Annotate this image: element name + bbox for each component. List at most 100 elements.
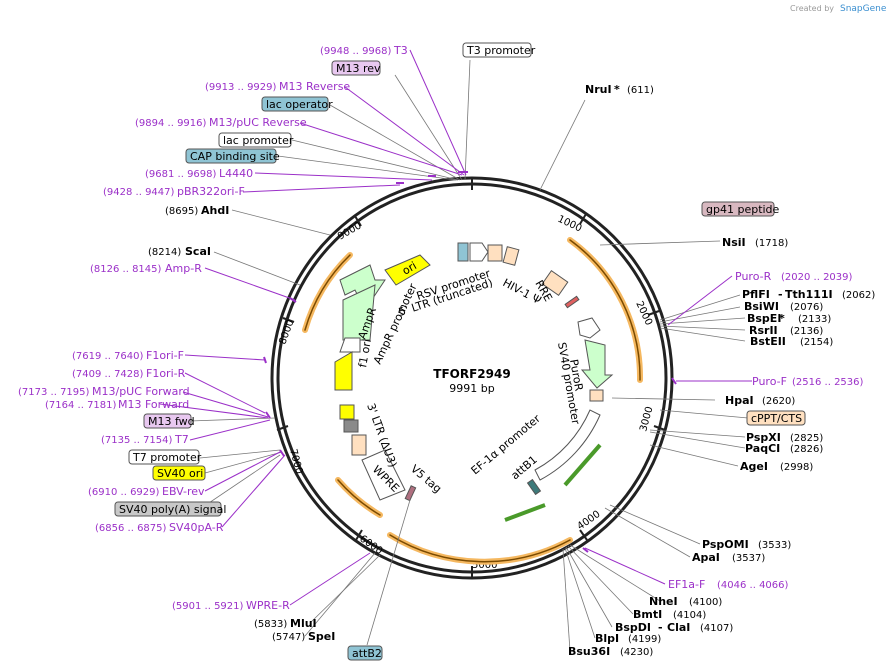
- site-bspdi[interactable]: BspDI: [615, 621, 651, 634]
- feature-sv40-promoter-box[interactable]: [577, 317, 601, 339]
- site-bmti-coord: (4104): [673, 610, 706, 621]
- feature-rre[interactable]: [541, 270, 569, 296]
- box-lac-promoter[interactable]: [218, 132, 292, 148]
- primer-wpre-r-range: (5901 .. 5921): [172, 601, 244, 612]
- feature-f1-ori[interactable]: [334, 351, 353, 391]
- primer-f1ori-r-range: (7409 .. 7428): [72, 369, 144, 380]
- primer-amp-r[interactable]: Amp-R: [165, 262, 202, 275]
- primer-m13puc-forward[interactable]: M13/pUC Forward: [92, 385, 190, 398]
- site-apai[interactable]: ApaI: [692, 551, 720, 564]
- site-bsiwi[interactable]: BsiWI: [744, 300, 779, 313]
- box-m13-fwd-label: M13 fwd: [148, 415, 195, 428]
- feature-ampr-promoter[interactable]: [339, 337, 361, 353]
- feature-attb1[interactable]: [526, 478, 542, 496]
- site-pspxi[interactable]: PspXI: [746, 431, 781, 444]
- site-scai[interactable]: ScaI: [185, 245, 211, 258]
- site-mlui-coord: (5833): [254, 619, 287, 630]
- feature-v5-tag[interactable]: [404, 485, 417, 502]
- box-gp41-peptide[interactable]: [701, 201, 775, 217]
- feature-ampr-body[interactable]: [342, 284, 376, 341]
- site-nhei[interactable]: NheI: [649, 595, 678, 608]
- site-blpi[interactable]: BlpI: [595, 632, 619, 645]
- feature-puror[interactable]: [580, 339, 614, 389]
- feature-rsv-promoter[interactable]: [469, 242, 489, 262]
- tick-label-6000: 6000: [357, 533, 384, 557]
- label-attb1: attB1: [509, 453, 540, 482]
- feature-ori[interactable]: [384, 254, 431, 286]
- box-t7-promoter-label: T7 promoter: [132, 451, 202, 464]
- box-cppt-cts[interactable]: [746, 410, 806, 426]
- feature-wpre[interactable]: [361, 449, 406, 501]
- site-pspomi[interactable]: PspOMI: [702, 538, 749, 551]
- primer-t7[interactable]: T7: [174, 433, 189, 446]
- feature-ampr[interactable]: [339, 264, 386, 311]
- box-sv40-polya-label: SV40 poly(A) signal: [119, 503, 226, 516]
- site-spei[interactable]: SpeI: [308, 630, 335, 643]
- site-rsrii[interactable]: RsrII: [749, 324, 778, 337]
- feature-sv40-polya-inner[interactable]: [343, 419, 359, 433]
- primer-m13-reverse[interactable]: M13 Reverse: [279, 80, 350, 93]
- feature-sv40-ori-inner[interactable]: [339, 404, 355, 420]
- site-bmti[interactable]: BmtI: [633, 608, 662, 621]
- feature-3ltr[interactable]: [351, 434, 367, 456]
- site-bsteii[interactable]: BstEII: [750, 335, 786, 348]
- box-m13-fwd[interactable]: [143, 413, 192, 429]
- primer-f1ori-f[interactable]: F1ori-F: [146, 349, 184, 362]
- primer-f1ori-f-range: (7619 .. 7640): [72, 351, 144, 362]
- site-clai[interactable]: ClaI: [667, 621, 690, 634]
- primer-m13-forward-range: (7164 .. 7181): [45, 400, 117, 411]
- site-bsu36i[interactable]: Bsu36I: [568, 645, 610, 658]
- site-tth111i[interactable]: Tth111I: [785, 288, 833, 301]
- box-t3-promoter[interactable]: [462, 42, 532, 58]
- primer-puro-f[interactable]: Puro-F: [752, 375, 787, 388]
- primer-ebv-rev[interactable]: EBV-rev: [162, 485, 205, 498]
- site-apai-coord: (3537): [732, 553, 765, 564]
- brand-created-by: Created by: [790, 4, 834, 13]
- primer-m13-forward[interactable]: M13 Forward: [118, 398, 189, 411]
- feature-lac-mini[interactable]: [457, 242, 469, 262]
- site-paqci[interactable]: PaqCI: [745, 442, 780, 455]
- primer-amp-r-range: (8126 .. 8145): [90, 264, 162, 275]
- box-m13-rev[interactable]: [331, 60, 381, 76]
- tick-label-4000: 4000: [575, 509, 602, 533]
- site-nsii[interactable]: NsiI: [722, 236, 746, 249]
- box-cap-binding-site[interactable]: [185, 148, 277, 164]
- primer-sv40pa-r-range: (6856 .. 6875): [95, 523, 167, 534]
- site-nrui[interactable]: NruI: [585, 83, 612, 96]
- primer-puro-r[interactable]: Puro-R: [735, 270, 772, 283]
- site-pflfi[interactable]: PflFI: [742, 288, 770, 301]
- feature-ef1a-promoter[interactable]: [534, 409, 601, 481]
- site-agei[interactable]: AgeI: [740, 460, 768, 473]
- primer-ef1a-f[interactable]: EF1a-F: [668, 578, 705, 591]
- box-attb2[interactable]: [347, 645, 383, 661]
- primer-t3[interactable]: T3: [393, 44, 408, 57]
- site-pspxi-coord: (2825): [790, 433, 823, 444]
- feature-5ltr[interactable]: [487, 244, 503, 262]
- site-nhei-coord: (4100): [689, 597, 722, 608]
- feature-ori-label: ori: [400, 259, 419, 277]
- box-cap-binding-site-label: CAP binding site: [190, 150, 280, 163]
- primer-f1ori-r[interactable]: F1ori-R: [146, 367, 186, 380]
- site-bspei[interactable]: BspEI: [747, 312, 781, 325]
- tick-marks: [276, 178, 666, 578]
- feature-hiv-psi[interactable]: [502, 246, 520, 266]
- site-mlui[interactable]: MluI: [290, 617, 317, 630]
- primer-m13puc-forward-range: (7173 .. 7195): [18, 387, 90, 398]
- feature-gp41[interactable]: [564, 295, 580, 309]
- box-sv40-ori[interactable]: [152, 465, 206, 481]
- site-ahdi[interactable]: AhdI: [201, 204, 229, 217]
- label-puror: PuroR: [567, 358, 585, 392]
- tick-label-9000: 9000: [336, 220, 364, 242]
- box-sv40-polya[interactable]: [114, 501, 222, 517]
- box-t7-promoter[interactable]: [128, 449, 200, 465]
- site-ahdi-coord: (8695): [165, 206, 198, 217]
- box-lac-operator[interactable]: [261, 96, 329, 112]
- primer-m13puc-reverse[interactable]: M13/pUC Reverse: [209, 116, 307, 129]
- site-hpai[interactable]: HpaI: [725, 394, 754, 407]
- primer-sv40pa-r[interactable]: SV40pA-R: [169, 521, 224, 534]
- primer-l4440[interactable]: L4440: [219, 167, 253, 180]
- primer-pbr322ori[interactable]: pBR322ori-F: [177, 185, 245, 198]
- primer-wpre-r[interactable]: WPRE-R: [246, 599, 290, 612]
- feature-cppt[interactable]: [589, 389, 604, 402]
